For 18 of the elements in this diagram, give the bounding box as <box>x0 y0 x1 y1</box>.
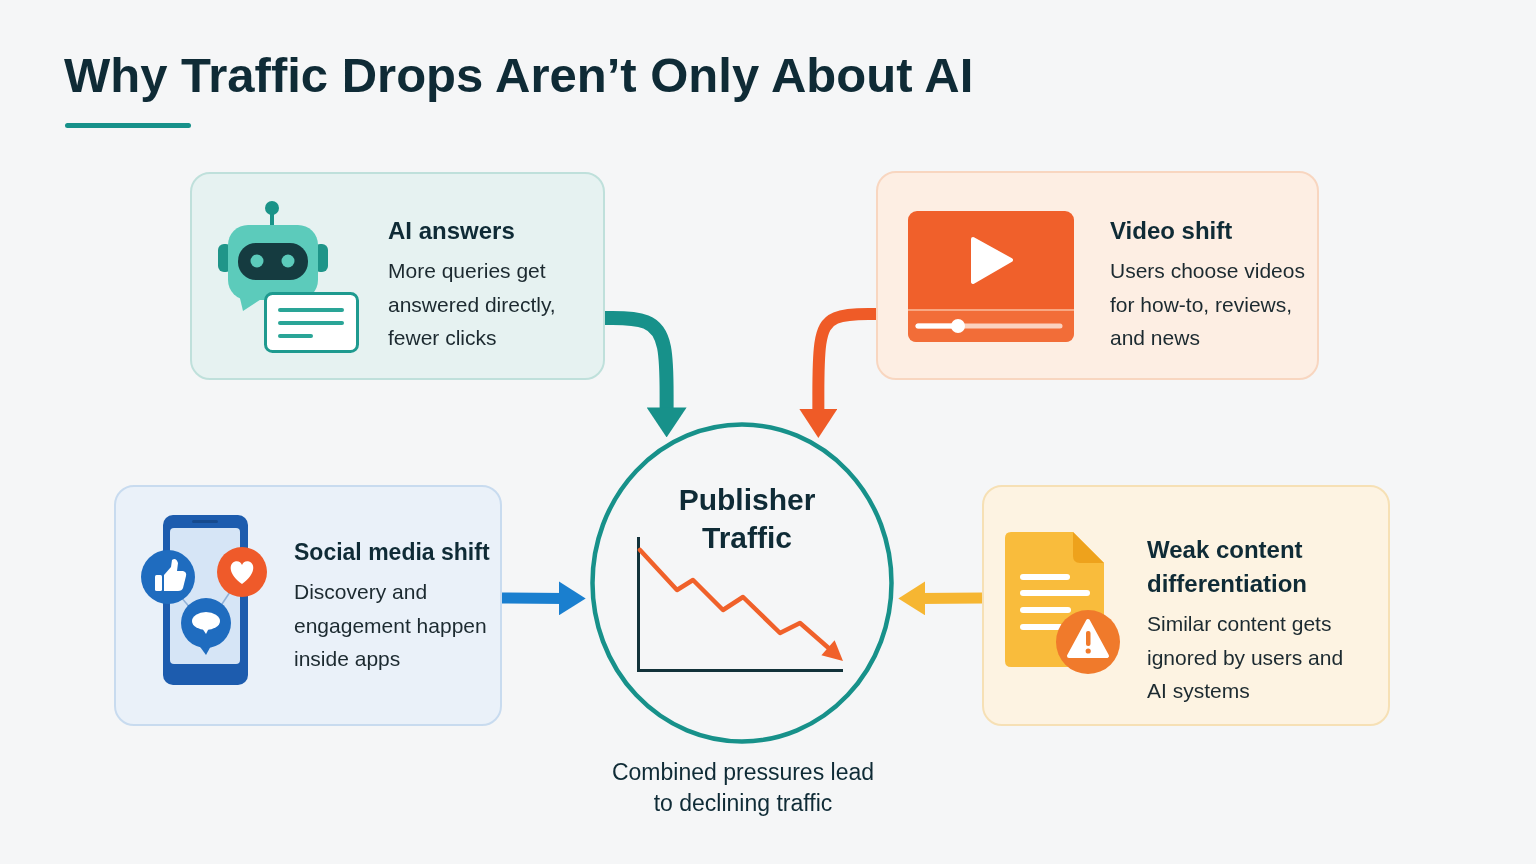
info-card <box>876 171 1319 380</box>
card-description: Users choose videos for how-to, reviews, and news <box>1110 258 1306 351</box>
card-description: More queries get answered directly, fewer clicks <box>388 258 557 351</box>
page-title: Why Traffic Drops Aren’t Only About AI <box>64 47 974 104</box>
circle-title: Publisher Traffic <box>677 482 817 556</box>
info-card <box>114 485 502 726</box>
card-description: Similar content gets ignored by users and AI systems <box>1147 611 1345 704</box>
card-title: AI answers <box>388 216 516 246</box>
hub-circle <box>590 422 894 744</box>
card-title: Weak content differentiation <box>1147 535 1308 599</box>
arrow <box>501 581 586 616</box>
arrow <box>898 581 983 616</box>
info-card <box>982 485 1390 726</box>
card-title: Video shift <box>1110 216 1234 246</box>
card-title: Social media shift <box>294 538 491 567</box>
caption-text: Combined pressures lead to declining traffic <box>610 758 876 818</box>
card-description: Discovery and engagement happen inside apps <box>294 579 488 672</box>
info-card <box>190 172 605 380</box>
